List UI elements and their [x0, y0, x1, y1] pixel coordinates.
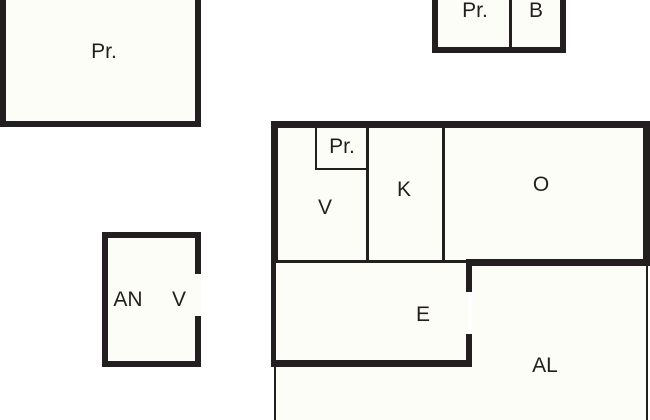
wall	[466, 334, 472, 367]
room-label-pr-top-left: Pr.	[91, 40, 117, 63]
wall	[271, 360, 472, 367]
room-label-o: O	[532, 173, 550, 196]
wall	[102, 361, 201, 367]
wall	[560, 0, 566, 53]
wall	[195, 232, 201, 274]
wall	[102, 232, 201, 238]
room-label-pr-small: Pr.	[329, 135, 355, 158]
room-main-upper	[271, 121, 650, 266]
wall	[643, 121, 650, 266]
wall	[195, 0, 201, 127]
room-label-b: B	[528, 0, 544, 22]
wall	[0, 121, 201, 127]
wall	[315, 168, 368, 170]
room-label-an: AN	[113, 288, 143, 311]
wall	[271, 121, 278, 366]
wall	[509, 0, 512, 48]
wall	[271, 121, 650, 128]
room-al-lower	[275, 367, 646, 420]
room-pr-top-left	[0, 0, 201, 127]
wall	[0, 0, 6, 127]
wall	[102, 232, 108, 367]
room-pr-b-top-right	[432, 0, 566, 53]
wall	[432, 47, 566, 53]
wall	[274, 366, 276, 420]
room-label-v-an: V	[171, 288, 187, 311]
wall	[646, 264, 648, 420]
room-label-k: K	[396, 178, 412, 201]
wall	[276, 260, 470, 263]
wall	[466, 259, 472, 292]
room-label-e: E	[415, 303, 431, 326]
wall	[466, 259, 650, 266]
wall	[442, 126, 445, 262]
room-label-v-main: V	[317, 196, 333, 219]
room-label-pr-top-right: Pr.	[462, 0, 488, 22]
wall	[315, 126, 317, 170]
wall	[195, 316, 201, 367]
wall	[432, 0, 438, 53]
room-e	[276, 263, 468, 361]
room-an	[102, 232, 201, 367]
wall	[366, 126, 369, 262]
room-label-al: AL	[532, 354, 558, 377]
